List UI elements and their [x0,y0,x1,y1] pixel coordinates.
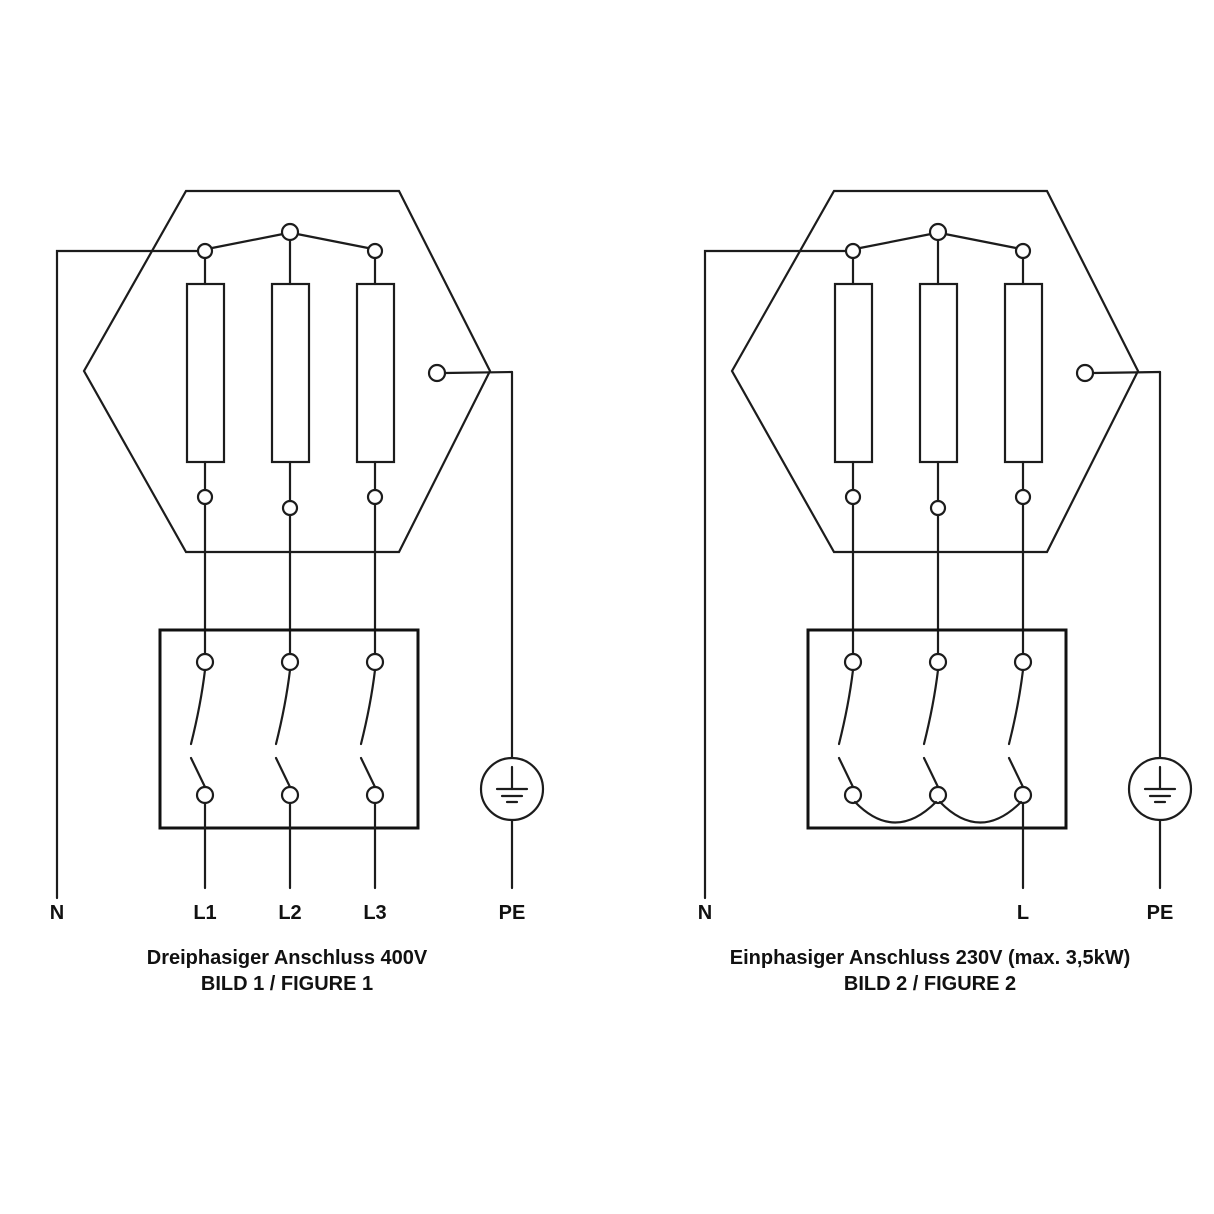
switch-top-terminal [195,652,215,672]
element-top-terminal [1014,242,1032,260]
switch-bottom-terminal [928,785,948,805]
switch-blade [1007,668,1025,746]
figure-1-caption-number: BILD 1 / FIGURE 1 [201,973,373,995]
element-top-terminal [844,242,862,260]
switch-blade [359,668,377,746]
element-top-terminal [196,242,214,260]
switch-bottom-terminal [1013,785,1033,805]
star-point-terminal [928,222,948,242]
terminal-label-l1: L1 [193,902,216,924]
terminal-label-n: N [50,902,64,924]
neutral-wire [703,249,848,900]
terminal-label-n: N [698,902,712,924]
switch-contact [922,756,940,789]
element-bottom-terminal [196,488,214,506]
switch-bottom-terminal [195,785,215,805]
heating-element [355,282,396,464]
switch-bottom-terminal [843,785,863,805]
heating-element [1003,282,1044,464]
switch-top-terminal [928,652,948,672]
element-bottom-terminal [366,488,384,506]
element-bottom-terminal [844,488,862,506]
switch-bottom-terminal [280,785,300,805]
heating-element [833,282,874,464]
star-bridge-wire [295,232,370,250]
earth-ground-symbol [479,756,545,822]
figure-1-caption-title: Dreiphasiger Anschluss 400V [147,947,428,969]
switch-top-terminal [365,652,385,672]
heating-element [185,282,226,464]
star-bridge-wire [210,232,285,250]
switch-contact [837,756,855,789]
element-bottom-terminal [1014,488,1032,506]
switch-contact [359,756,377,789]
figure-2-caption-title: Einphasiger Anschluss 230V (max. 3,5kW) [730,947,1131,969]
figure-2-caption-number: BILD 2 / FIGURE 2 [844,973,1016,995]
figure-2-single-phase-diagram: N L PE Einphasiger Anschluss 230V (max. … [698,189,1193,995]
switch-blade [837,668,855,746]
heater-body-outline [82,189,492,554]
element-bottom-terminal [281,499,299,517]
element-bottom-terminal [929,499,947,517]
star-bridge-wire [858,232,933,250]
terminal-label-l: L [1017,902,1029,924]
element-top-terminal [366,242,384,260]
terminal-label-pe: PE [1147,902,1174,924]
star-point-terminal [280,222,300,242]
figure-1-three-phase-diagram: N L1 L2 L3 PE Dreiphasiger Anschluss 400… [50,189,545,995]
earth-ground-symbol [1127,756,1193,822]
neutral-wire [55,249,200,900]
terminal-label-l3: L3 [363,902,386,924]
switch-top-terminal [843,652,863,672]
switch-top-terminal [280,652,300,672]
terminal-bridge-link [853,800,938,824]
switch-contact [274,756,292,789]
star-bridge-wire [943,232,1018,250]
heater-body-outline [730,189,1140,554]
pe-terminal [1075,363,1095,383]
switch-bottom-terminal [365,785,385,805]
pe-terminal [427,363,447,383]
heating-element [918,282,959,464]
heating-element [270,282,311,464]
terminal-label-pe: PE [499,902,526,924]
pe-wire [1091,370,1162,375]
switch-blade [189,668,207,746]
switch-blade [274,668,292,746]
switch-blade [922,668,940,746]
pe-wire [443,370,514,375]
switch-contact [189,756,207,789]
terminal-bridge-link [938,800,1023,824]
switch-top-terminal [1013,652,1033,672]
switch-contact [1007,756,1025,789]
terminal-label-l2: L2 [278,902,301,924]
switch-box [806,628,1068,830]
